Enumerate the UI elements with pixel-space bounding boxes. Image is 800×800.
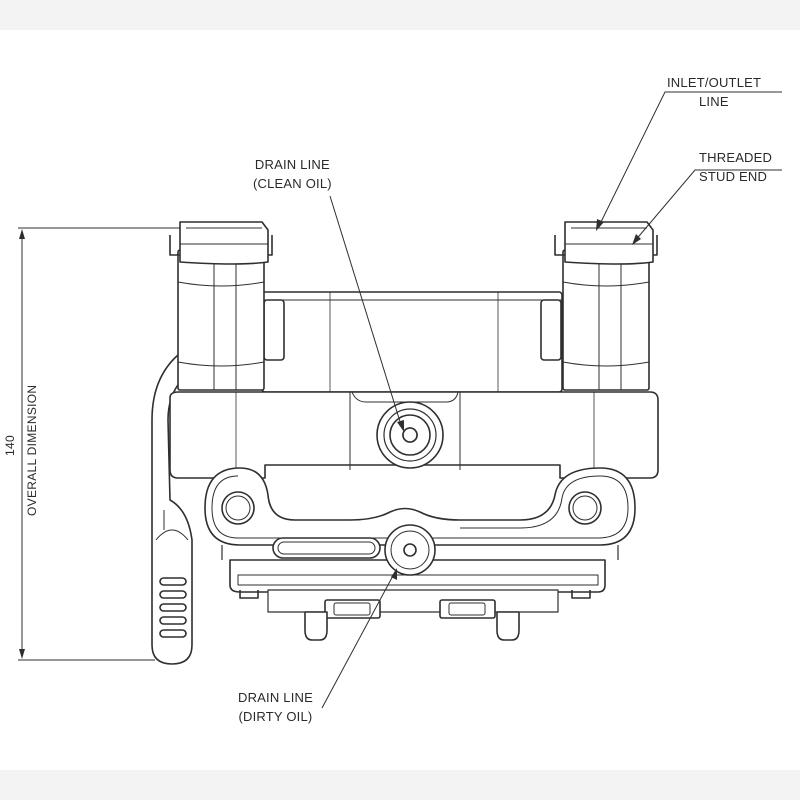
stud-right[interactable] bbox=[554, 221, 658, 391]
arrow-drain-dirty bbox=[391, 568, 397, 580]
dimension-label: OVERALL DIMENSION bbox=[25, 384, 39, 516]
arrow-drain-clean bbox=[397, 420, 404, 432]
label-threaded-line1: THREADED bbox=[699, 150, 773, 165]
dimension-line bbox=[18, 227, 180, 661]
page-frame-top bbox=[0, 0, 800, 30]
drain-port-dirty[interactable] bbox=[384, 524, 436, 576]
label-inlet-outlet: INLET/OUTLET LINE bbox=[667, 73, 761, 111]
arrow-inlet-outlet bbox=[596, 219, 604, 231]
drain-port-clean[interactable] bbox=[376, 401, 444, 469]
stud-left[interactable] bbox=[169, 221, 273, 391]
mounting-plate bbox=[204, 467, 636, 560]
label-threaded-line2: STUD END bbox=[699, 169, 768, 184]
label-inlet-outlet-line2: LINE bbox=[699, 94, 729, 109]
label-drain-dirty: DRAIN LINE (DIRTY OIL) bbox=[238, 688, 313, 726]
leader-inlet-outlet bbox=[597, 91, 782, 229]
label-drain-clean-line1: DRAIN LINE bbox=[254, 157, 330, 172]
manifold-body bbox=[261, 291, 563, 393]
label-drain-clean: DRAIN LINE (CLEAN OIL) bbox=[253, 155, 332, 193]
label-drain-dirty-line2: (DIRTY OIL) bbox=[238, 709, 313, 724]
sensor-right bbox=[439, 599, 520, 641]
handle-grip-rib bbox=[159, 577, 187, 586]
leader-threaded bbox=[633, 169, 782, 243]
label-threaded-stud-end: THREADED STUD END bbox=[699, 148, 772, 186]
label-inlet-outlet-line1: INLET/OUTLET bbox=[667, 75, 762, 90]
page-frame-bottom bbox=[0, 770, 800, 800]
handle-grip-rib bbox=[159, 590, 187, 599]
dimension-value: 140 bbox=[3, 435, 17, 456]
leader-drain-dirty bbox=[321, 571, 396, 709]
sensor-left bbox=[304, 599, 381, 641]
label-drain-clean-line2: (CLEAN OIL) bbox=[253, 176, 332, 191]
label-drain-dirty-line1: DRAIN LINE bbox=[238, 690, 313, 705]
handle-grip-rib bbox=[159, 603, 187, 612]
arrow-threaded bbox=[632, 234, 641, 245]
leader-drain-clean bbox=[329, 195, 403, 429]
filter-handle[interactable] bbox=[151, 354, 193, 665]
leader-lines bbox=[321, 91, 782, 709]
handle-grip-rib bbox=[159, 616, 187, 625]
handle-grip-rib bbox=[159, 629, 187, 638]
leader-arrows bbox=[391, 219, 641, 580]
